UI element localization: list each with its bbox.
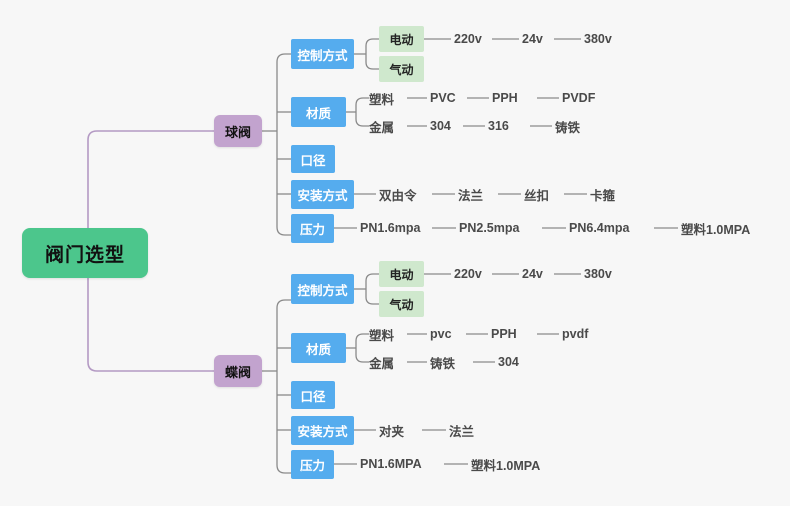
leaf-material-metal-ball[interactable]: 金属 [369,120,395,135]
topic-node-material-ball[interactable]: 材质 [291,97,346,127]
leaf-pressure-pn25-ball[interactable]: PN2.5mpa [459,221,520,235]
topic-node-control-mode-ball[interactable]: 控制方式 [291,39,354,69]
leaf-install-thread-ball[interactable]: 丝扣 [524,188,550,203]
topic-node-control-mode-butterfly[interactable]: 控制方式 [291,274,354,304]
leaf-voltage-220v-butterfly[interactable]: 220v [454,267,482,281]
leaf-pressure-pn16-butterfly[interactable]: PN1.6MPA [360,457,422,471]
leaf-material-304-ball[interactable]: 304 [430,119,451,133]
subtopic-node-pneumatic-ball[interactable]: 气动 [379,56,424,82]
leaf-pressure-plastic10-ball[interactable]: 塑料1.0MPA [681,222,751,237]
topic-node-material-butterfly[interactable]: 材质 [291,333,346,363]
subtopic-node-electric-ball[interactable]: 电动 [379,26,424,52]
branch-node-butterfly-valve[interactable]: 蝶阀 [214,355,262,387]
leaf-voltage-24v-ball[interactable]: 24v [522,32,543,46]
leaf-pressure-plastic10-butterfly[interactable]: 塑料1.0MPA [471,458,541,473]
leaf-voltage-380v-butterfly[interactable]: 380v [584,267,612,281]
leaf-material-pph-butterfly[interactable]: PPH [491,327,517,341]
leaf-material-pph-ball[interactable]: PPH [492,91,518,105]
leaf-material-pvc-ball[interactable]: PVC [430,91,456,105]
leaf-install-flange-ball[interactable]: 法兰 [458,188,484,203]
leaf-material-pvdf-ball[interactable]: PVDF [562,91,596,105]
leaf-material-plastic-butterfly[interactable]: 塑料 [369,328,395,343]
subtopic-node-pneumatic-butterfly[interactable]: 气动 [379,291,424,317]
leaf-pressure-pn64-ball[interactable]: PN6.4mpa [569,221,630,235]
subtopic-node-electric-butterfly[interactable]: 电动 [379,261,424,287]
topic-node-caliber-ball[interactable]: 口径 [291,145,335,173]
leaf-voltage-380v-ball[interactable]: 380v [584,32,612,46]
topic-node-pressure-ball[interactable]: 压力 [291,214,334,243]
root-node[interactable]: 阀门选型 [22,228,148,278]
leaf-material-pvc-butterfly[interactable]: pvc [430,327,452,341]
leaf-voltage-24v-butterfly[interactable]: 24v [522,267,543,281]
topic-node-caliber-butterfly[interactable]: 口径 [291,381,335,409]
leaf-material-metal-butterfly[interactable]: 金属 [369,356,395,371]
topic-node-install-mode-butterfly[interactable]: 安装方式 [291,416,354,445]
branch-node-ball-valve[interactable]: 球阀 [214,115,262,147]
leaf-material-cast-iron-ball[interactable]: 铸铁 [555,120,581,135]
leaf-voltage-220v-ball[interactable]: 220v [454,32,482,46]
leaf-install-double-union-ball[interactable]: 双由令 [379,188,417,203]
leaf-install-flange-butterfly[interactable]: 法兰 [449,424,475,439]
leaf-material-plastic-ball[interactable]: 塑料 [369,92,395,107]
leaf-pressure-pn16-ball[interactable]: PN1.6mpa [360,221,421,235]
leaf-material-316-ball[interactable]: 316 [488,119,509,133]
leaf-material-pvdf-butterfly[interactable]: pvdf [562,327,589,341]
topic-node-pressure-butterfly[interactable]: 压力 [291,450,334,479]
leaf-material-cast-iron-butterfly[interactable]: 铸铁 [430,356,456,371]
topic-node-install-mode-ball[interactable]: 安装方式 [291,180,354,209]
leaf-material-304-butterfly[interactable]: 304 [498,355,519,369]
leaf-install-clamp-ball[interactable]: 卡箍 [590,188,616,203]
leaf-install-wafer-butterfly[interactable]: 对夹 [379,424,405,439]
